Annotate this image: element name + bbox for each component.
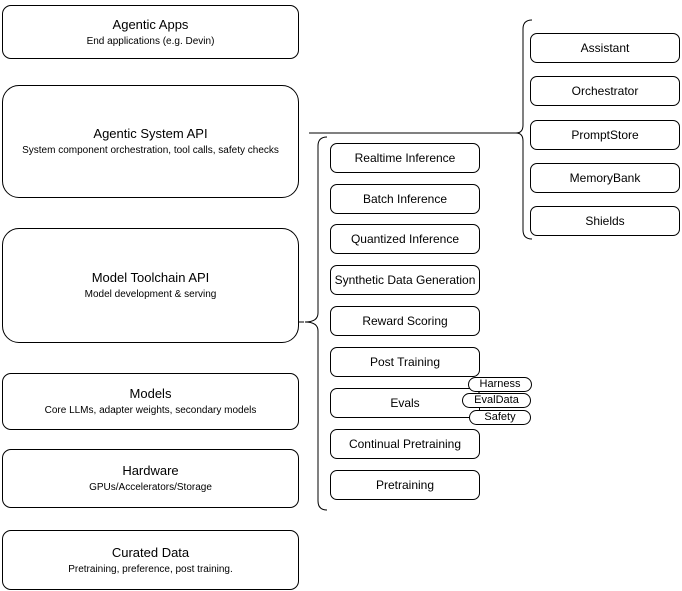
node-label: Shields — [585, 214, 625, 228]
node-models: Models Core LLMs, adapter weights, secon… — [2, 373, 299, 430]
node-title: Curated Data — [111, 544, 190, 560]
node-subtitle: System component orchestration, tool cal… — [22, 145, 279, 156]
node-subtitle: End applications (e.g. Devin) — [86, 35, 215, 47]
node-shields: Shields — [530, 206, 680, 236]
node-label: Continual Pretraining — [348, 437, 462, 451]
pill-label: EvalData — [474, 394, 519, 406]
pill-safety: Safety — [469, 410, 531, 425]
node-quantized-inference: Quantized Inference — [330, 224, 480, 254]
node-subtitle: Core LLMs, adapter weights, secondary mo… — [44, 405, 257, 416]
node-evals: Evals — [330, 388, 480, 418]
node-label: PromptStore — [571, 128, 639, 142]
node-title: Model Toolchain API — [91, 270, 210, 285]
pill-label: Safety — [484, 411, 516, 423]
node-post-training: Post Training — [330, 347, 480, 377]
node-label: MemoryBank — [569, 171, 641, 185]
node-label: Evals — [390, 396, 420, 410]
node-synthetic-data-generation: Synthetic Data Generation — [330, 265, 480, 295]
node-batch-inference: Batch Inference — [330, 184, 480, 214]
node-label: Quantized Inference — [350, 232, 460, 246]
node-agentic-apps: Agentic Apps End applications (e.g. Devi… — [2, 5, 299, 59]
node-assistant: Assistant — [530, 33, 680, 63]
node-label: Synthetic Data Generation — [334, 273, 476, 287]
node-title: Agentic Apps — [112, 16, 189, 32]
node-curated-data: Curated Data Pretraining, preference, po… — [2, 530, 299, 590]
node-label: Pretraining — [375, 478, 435, 492]
pill-label: Harness — [479, 378, 521, 390]
node-title: Models — [129, 386, 172, 401]
node-label: Batch Inference — [362, 192, 448, 206]
node-label: Realtime Inference — [354, 151, 456, 165]
node-label: Reward Scoring — [362, 314, 448, 328]
node-label: Orchestrator — [571, 84, 639, 98]
node-memorybank: MemoryBank — [530, 163, 680, 193]
node-promptstore: PromptStore — [530, 120, 680, 150]
node-title: Hardware — [122, 463, 179, 478]
node-reward-scoring: Reward Scoring — [330, 306, 480, 336]
node-continual-pretraining: Continual Pretraining — [330, 429, 480, 459]
node-agentic-system-api: Agentic System API System component orch… — [2, 85, 299, 198]
node-subtitle: Pretraining, preference, post training. — [68, 563, 233, 575]
node-pretraining: Pretraining — [330, 470, 480, 500]
pill-evaldata: EvalData — [462, 393, 531, 408]
node-subtitle: GPUs/Accelerators/Storage — [89, 482, 212, 493]
node-title: Agentic System API — [93, 126, 208, 141]
node-label: Post Training — [369, 355, 441, 369]
node-hardware: Hardware GPUs/Accelerators/Storage — [2, 449, 299, 508]
brace-middle-column — [304, 136, 328, 511]
node-model-toolchain-api: Model Toolchain API Model development & … — [2, 228, 299, 343]
node-orchestrator: Orchestrator — [530, 76, 680, 106]
pill-harness: Harness — [468, 377, 532, 392]
node-label: Assistant — [580, 41, 630, 55]
node-subtitle: Model development & serving — [84, 289, 217, 300]
node-realtime-inference: Realtime Inference — [330, 143, 480, 173]
